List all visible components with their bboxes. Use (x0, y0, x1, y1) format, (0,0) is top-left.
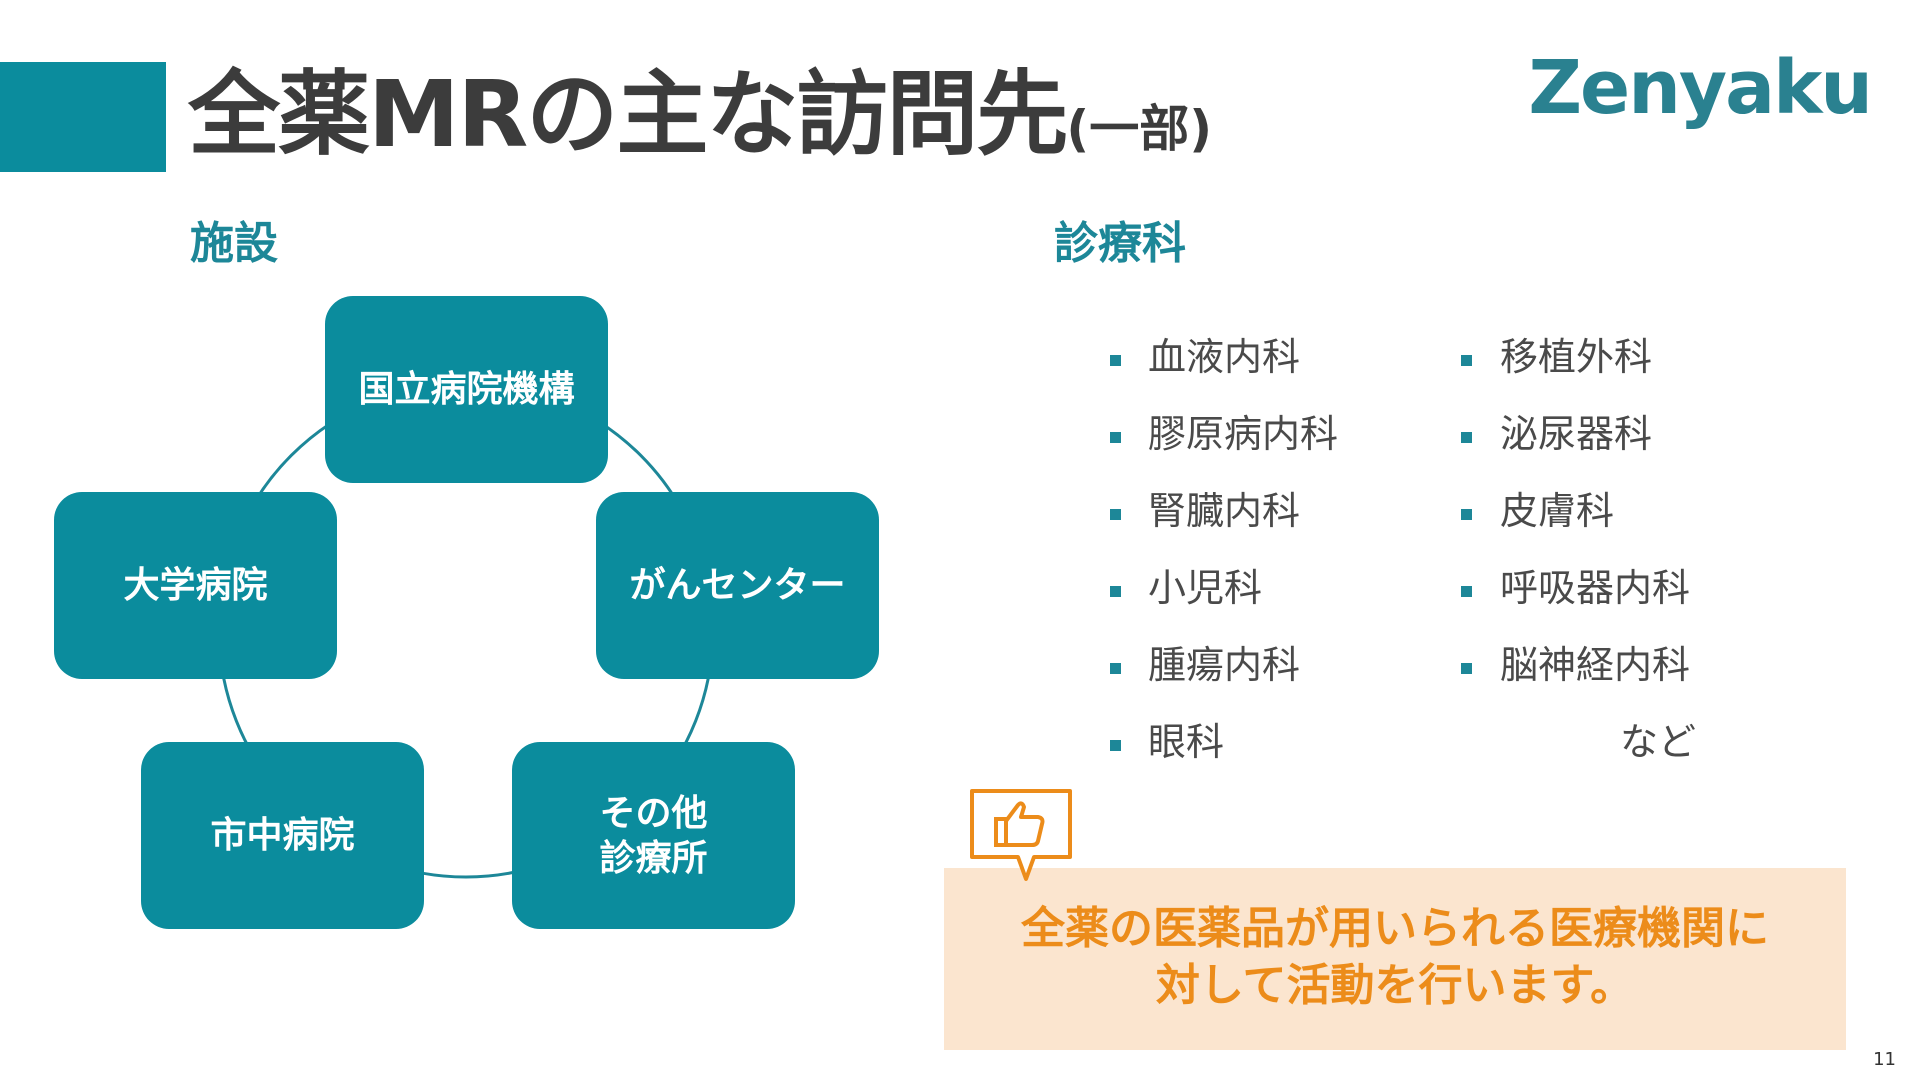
department-bullet (1461, 509, 1472, 520)
title-accent-bar (0, 62, 166, 172)
facility-node-university-hospital: 大学病院 (54, 492, 337, 679)
thumbs-up-icon (970, 789, 1072, 881)
department-item: 腎臓内科 (1148, 489, 1301, 533)
title-sub: (一部) (1066, 100, 1213, 158)
department-etc: など (1620, 720, 1697, 764)
facilities-heading: 施設 (190, 218, 278, 269)
department-item: 泌尿器科 (1500, 412, 1653, 456)
department-bullet (1461, 586, 1472, 597)
department-item: 小児科 (1148, 566, 1263, 610)
title-main: 全薬MRの主な訪問先 (188, 61, 1068, 168)
department-bullet (1110, 586, 1121, 597)
department-bullet (1461, 663, 1472, 674)
department-item: 皮膚科 (1500, 489, 1615, 533)
department-bullet (1110, 355, 1121, 366)
department-bullet (1110, 432, 1121, 443)
department-item: 脳神経内科 (1500, 643, 1691, 687)
department-bullet (1110, 663, 1121, 674)
department-item: 膠原病内科 (1148, 412, 1339, 456)
facility-node-other-clinics: その他 診療所 (512, 742, 795, 929)
facility-node-cancer-center: がんセンター (596, 492, 879, 679)
department-bullet (1110, 509, 1121, 520)
departments-heading: 診療科 (1054, 218, 1186, 269)
department-item: 血液内科 (1148, 335, 1301, 379)
page-title: 全薬MRの主な訪問先(一部) (188, 60, 1212, 170)
department-item: 呼吸器内科 (1500, 566, 1691, 610)
callout-text: 全薬の医薬品が用いられる医療機関に 対して活動を行います。 (1021, 903, 1769, 1012)
callout-box (944, 868, 1846, 1050)
facility-node-national-hospital: 国立病院機構 (325, 296, 608, 483)
department-item: 移植外科 (1500, 335, 1653, 379)
zenyaku-logo: Zenyaku (1528, 45, 1873, 131)
department-item: 眼科 (1148, 720, 1225, 764)
department-item: 腫瘍内科 (1148, 643, 1301, 687)
facility-node-city-hospital: 市中病院 (141, 742, 424, 929)
department-bullet (1461, 355, 1472, 366)
department-bullet (1110, 740, 1121, 751)
page-number: 11 (1873, 1049, 1896, 1070)
department-bullet (1461, 432, 1472, 443)
